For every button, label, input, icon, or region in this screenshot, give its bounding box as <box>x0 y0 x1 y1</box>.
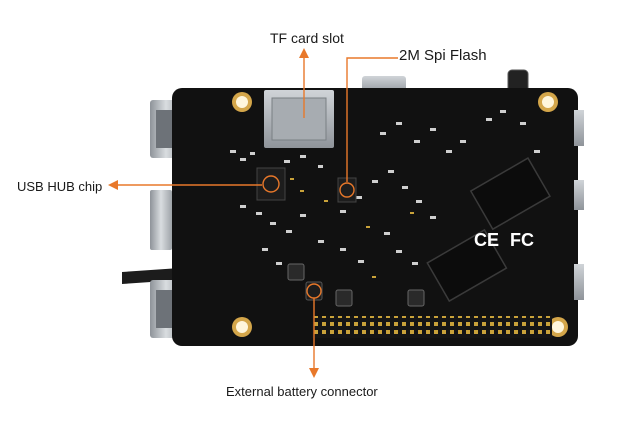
ram-chip-top <box>469 157 551 231</box>
hdmi-connector <box>150 190 172 250</box>
usb-hub-chip-label: USB HUB chip <box>17 179 103 194</box>
pcb-board <box>172 88 578 346</box>
ram-chip-bottom <box>426 228 508 303</box>
smd-components <box>230 110 540 265</box>
gpio-header <box>312 316 552 338</box>
mounting-holes <box>232 92 568 337</box>
battery-connector <box>305 281 323 301</box>
callout-arrowheads <box>108 48 319 378</box>
battery-connector-label: External battery connector <box>226 384 378 399</box>
fcc-mark: FC <box>510 230 534 250</box>
spi-flash-label: 2M Spi Flash <box>399 47 487 64</box>
usb-hub-chip <box>256 167 286 201</box>
tf-card-slot-label: TF card slot <box>270 30 344 46</box>
ce-mark: CE <box>474 230 499 250</box>
callout-lines <box>117 56 398 370</box>
